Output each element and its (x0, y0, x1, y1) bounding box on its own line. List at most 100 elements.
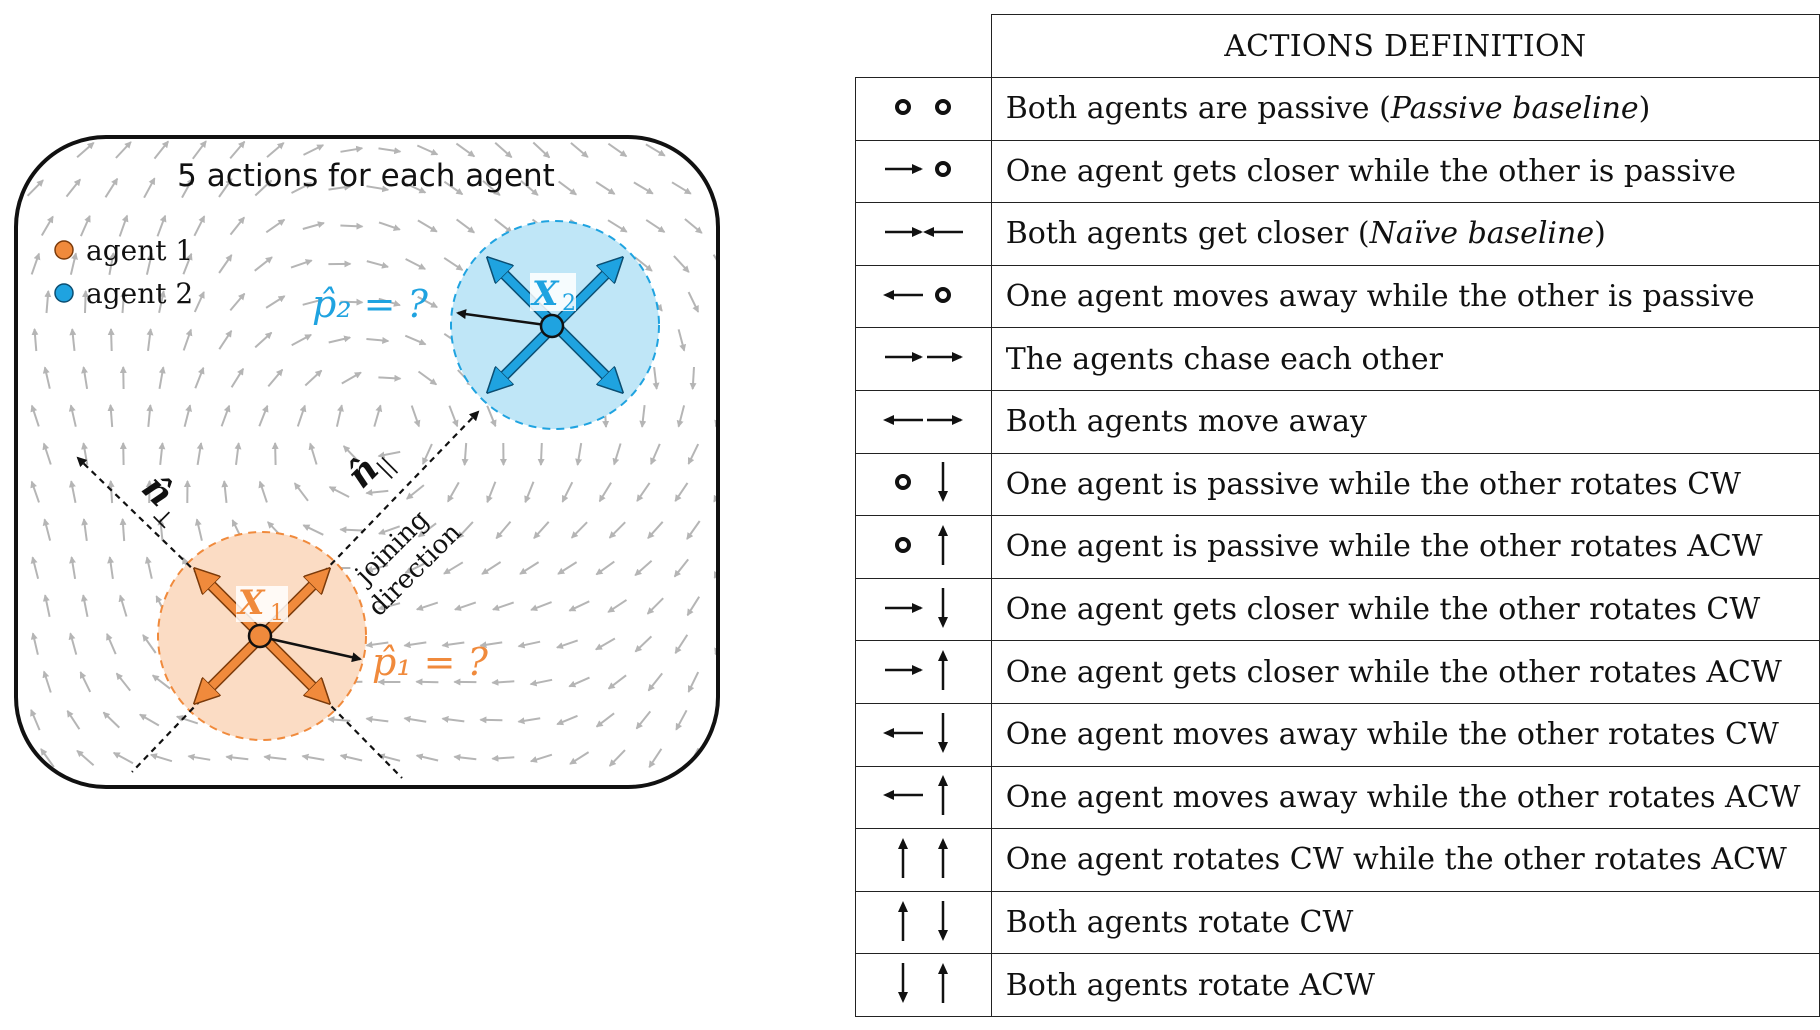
flow-arrow-icon (633, 181, 654, 195)
flow-arrow-icon (42, 518, 52, 541)
flow-arrow-icon (80, 594, 89, 617)
action-symbol-icon (885, 650, 949, 691)
flow-arrow-icon (181, 177, 194, 199)
flow-arrow-icon (454, 601, 477, 611)
flow-arrow-icon (608, 521, 626, 539)
flow-arrow-icon (673, 255, 690, 273)
flow-arrow-icon (671, 181, 692, 195)
flow-arrow-icon (607, 219, 628, 233)
action-symbol-rd (855, 577, 992, 642)
flow-arrow-icon (220, 404, 231, 427)
flow-arrow-icon (146, 328, 154, 352)
flow-arrow-icon (645, 219, 666, 233)
diagram-title: 5 actions for each agent (177, 158, 555, 194)
flow-arrow-icon (365, 641, 389, 649)
table-row: Both agents rotate CW (855, 890, 1820, 955)
flow-arrow-icon (339, 753, 363, 762)
flow-arrow-icon (557, 561, 578, 575)
flow-arrow-icon (218, 178, 233, 198)
flow-arrow-icon (533, 521, 550, 539)
flow-arrow-icon (30, 632, 39, 655)
flow-arrow-icon (196, 442, 204, 466)
flow-arrow-icon (410, 405, 421, 428)
agent2-legend-label: agent 2 (86, 277, 193, 310)
flow-arrow-icon (291, 333, 312, 347)
lower-dashed-line-left (131, 635, 263, 773)
action-symbol-icon (885, 587, 949, 628)
flow-arrow-icon (102, 711, 120, 729)
action-symbol-icon (885, 226, 964, 237)
x1-label: X (236, 583, 266, 623)
flow-arrow-icon (652, 366, 660, 390)
flow-arrow-icon (308, 442, 318, 465)
flow-arrow-icon (568, 600, 590, 612)
flow-arrow-icon (68, 632, 78, 655)
flow-arrow-icon (575, 442, 583, 466)
flow-arrow-icon (607, 674, 627, 690)
table-row: Both agents rotate ACW (855, 953, 1820, 1017)
flow-arrow-icon (405, 258, 426, 270)
flow-arrow-icon (142, 634, 157, 654)
flow-arrow-icon (373, 404, 383, 427)
flow-arrow-icon (365, 489, 389, 496)
flow-arrow-icon (42, 366, 51, 389)
action-symbol-icon (883, 775, 949, 816)
table-row: One agent is passive while the other rot… (855, 452, 1820, 517)
flow-arrow-icon (40, 748, 55, 768)
action-description: One agent gets closer while the other is… (990, 139, 1820, 204)
flow-arrow-icon (68, 404, 77, 427)
action-text: One agent moves away while the other rot… (1005, 717, 1779, 753)
p2-label: p̂₂ = ? (312, 282, 429, 326)
table-row: One agent is passive while the other rot… (855, 515, 1820, 579)
flow-arrow-icon (341, 371, 362, 385)
agent1-legend-label: agent 1 (86, 234, 193, 267)
flow-arrow-icon (30, 556, 40, 579)
table-row: One agent gets closer while the other ro… (855, 640, 1820, 704)
flow-arrow-icon (234, 442, 242, 466)
flow-arrow-icon (684, 218, 703, 234)
action-text: One agent moves away while the other is … (1005, 279, 1755, 315)
flow-arrow-icon (79, 214, 91, 237)
flow-arrow-icon (193, 291, 205, 313)
action-description: One agent gets closer while the other ro… (990, 577, 1820, 642)
flow-arrow-icon (687, 291, 700, 313)
flow-arrow-icon (537, 442, 545, 466)
action-description: One agent is passive while the other rot… (990, 515, 1820, 579)
flow-arrow-icon (639, 404, 647, 428)
action-symbol-rr (855, 327, 992, 391)
flow-arrow-icon (68, 480, 77, 503)
flow-arrow-icon (149, 753, 173, 763)
flow-arrow-icon (263, 753, 287, 761)
flow-arrow-icon (42, 670, 52, 693)
flow-arrow-icon (378, 297, 401, 307)
action-symbol-ld (855, 702, 992, 767)
flow-arrow-icon (728, 596, 735, 617)
flow-arrow-icon (415, 753, 439, 762)
flow-arrow-icon (726, 748, 736, 767)
flow-arrow-icon (520, 180, 539, 196)
flow-arrow-icon (30, 404, 40, 427)
flow-arrow-icon (479, 641, 503, 649)
table-row: One agent rotates CW while the other rot… (855, 828, 1820, 892)
flow-arrow-icon (595, 712, 615, 728)
action-symbol-icon (883, 286, 952, 303)
flow-arrow-icon (104, 177, 119, 198)
flow-arrow-icon (69, 556, 77, 580)
flow-arrow-icon (328, 335, 352, 344)
action-symbol-icon (883, 712, 949, 753)
flow-arrow-icon (595, 637, 616, 651)
action-symbol-icon (895, 524, 949, 565)
action-symbol-ou (855, 515, 992, 579)
flow-arrow-icon (406, 484, 425, 500)
table-row: The agents chase each other (855, 327, 1820, 391)
action-description: One agent is passive while the other rot… (990, 452, 1820, 517)
flow-arrow-icon (335, 404, 344, 427)
flow-arrow-icon (183, 404, 192, 427)
flow-arrow-icon (556, 639, 579, 649)
flow-arrow-icon (378, 525, 401, 535)
flow-arrow-icon (81, 366, 89, 390)
flow-arrow-icon (447, 481, 460, 503)
flow-arrow-icon (158, 442, 166, 466)
flow-arrow-icon (107, 328, 115, 352)
action-text: One agent is passive while the other rot… (1005, 529, 1763, 565)
